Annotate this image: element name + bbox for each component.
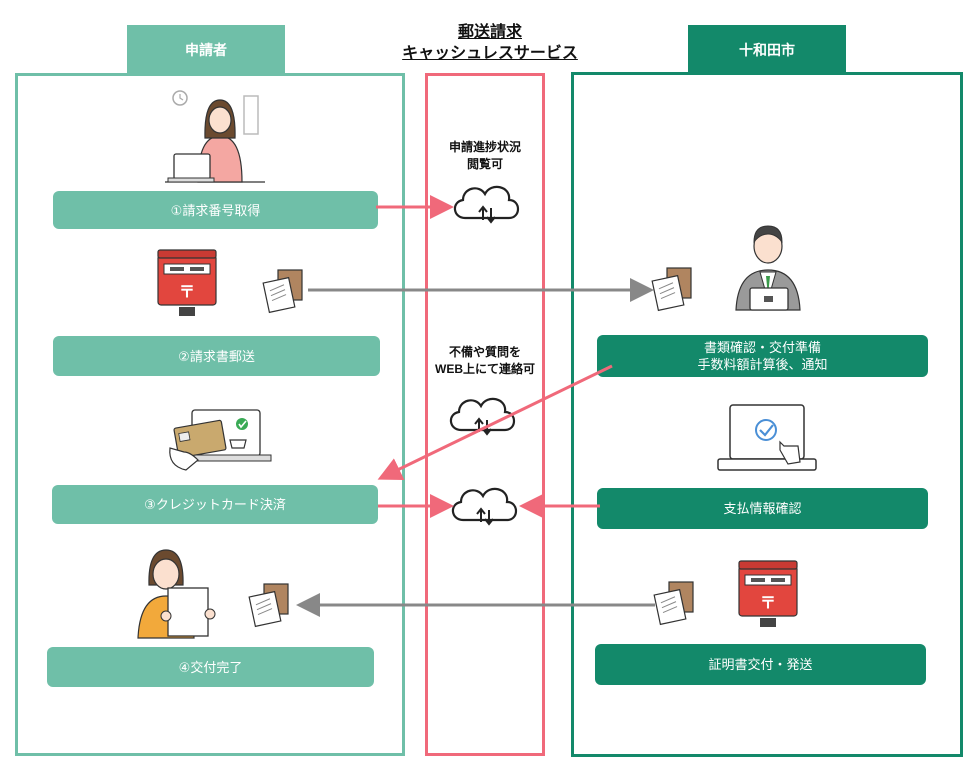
step-complete: ④交付完了 bbox=[47, 647, 374, 687]
step-document-review: 書類確認・交付準備 手数料額計算後、通知 bbox=[597, 335, 928, 377]
woman-laptop-illustration bbox=[165, 90, 265, 183]
postbox-icon-city: 〒 bbox=[738, 560, 798, 628]
city-tab: 十和田市 bbox=[688, 25, 846, 74]
step-certificate-issue-label: 証明書交付・発送 bbox=[708, 657, 813, 672]
step-document-review-line1: 書類確認・交付準備 bbox=[703, 340, 821, 355]
applicant-panel bbox=[15, 73, 405, 756]
step-payment-check: 支払情報確認 bbox=[597, 488, 928, 529]
step-credit-payment-label: ③クレジットカード決済 bbox=[144, 497, 286, 512]
step-complete-label: ④交付完了 bbox=[178, 659, 243, 675]
step-certificate-issue: 証明書交付・発送 bbox=[595, 644, 926, 685]
laptop-check-illustration bbox=[717, 404, 817, 471]
city-panel bbox=[571, 72, 963, 757]
officer-laptop-illustration bbox=[735, 225, 801, 311]
step-request-number: ①請求番号取得 bbox=[53, 191, 378, 229]
contact-note-line1: 不備や質問を bbox=[448, 345, 521, 359]
step-mail-request: ②請求書郵送 bbox=[53, 336, 380, 376]
envelope-icon-city bbox=[651, 267, 692, 311]
envelope-icon-return bbox=[248, 583, 289, 627]
step-payment-check-label: 支払情報確認 bbox=[723, 501, 802, 516]
status-note-line2: 閲覧可 bbox=[466, 157, 503, 171]
credit-card-payment-illustration bbox=[169, 409, 272, 471]
cloud-upload-icon-3 bbox=[451, 487, 518, 526]
service-title-line1: 郵送請求 bbox=[457, 24, 522, 41]
service-title-line2: キャッシュレスサービス bbox=[402, 45, 578, 62]
step-mail-request-label: ②請求書郵送 bbox=[178, 348, 255, 364]
postbox-mark-applicant: 〒 bbox=[179, 282, 195, 301]
arrow-notice-to-payment bbox=[377, 364, 613, 480]
applicant-tab: 申請者 bbox=[127, 25, 285, 74]
contact-note-line2: WEB上にて連絡可 bbox=[435, 362, 535, 376]
contact-note: 不備や質問を WEB上にて連絡可 bbox=[425, 344, 545, 378]
service-title: 郵送請求 キャッシュレスサービス bbox=[380, 22, 600, 64]
postbox-mark-city: 〒 bbox=[760, 593, 776, 612]
step-document-review-line2: 手数料額計算後、通知 bbox=[697, 357, 828, 372]
envelope-icon-city-outgoing bbox=[653, 581, 694, 625]
postbox-icon-applicant: 〒 bbox=[157, 249, 217, 317]
cloud-service-panel bbox=[425, 73, 545, 756]
applicant-tab-label: 申請者 bbox=[185, 41, 227, 58]
city-tab-label: 十和田市 bbox=[739, 41, 795, 58]
cloud-upload-icon-1 bbox=[453, 185, 520, 224]
status-note: 申請進捗状況 閲覧可 bbox=[425, 139, 545, 173]
step-credit-payment: ③クレジットカード決済 bbox=[52, 485, 378, 524]
status-note-line1: 申請進捗状況 bbox=[448, 140, 521, 154]
envelope-icon-applicant bbox=[262, 269, 303, 313]
step-request-number-label: ①請求番号取得 bbox=[170, 202, 261, 218]
woman-certificate-illustration bbox=[137, 549, 216, 639]
